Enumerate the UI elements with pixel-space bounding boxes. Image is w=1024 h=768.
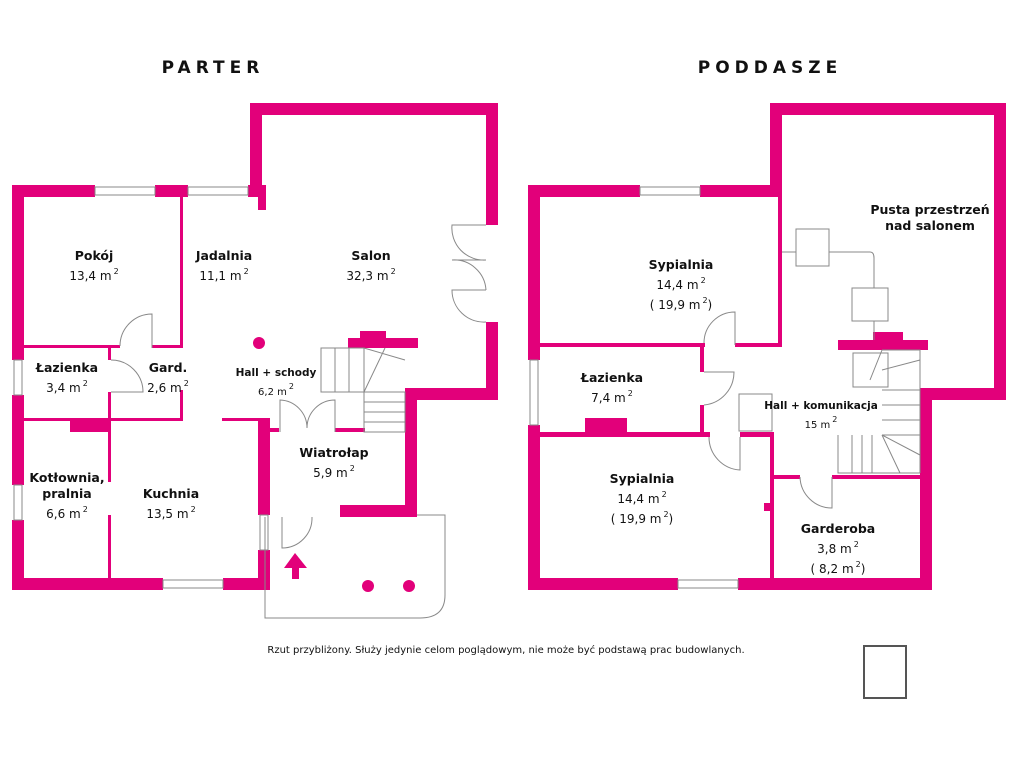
disclaimer-note: Rzut przybliżony. Służy jedynie celom po… [267,645,745,656]
floor-title-parter: PARTER [161,58,265,78]
room-label: Pusta przestrzeń nad salonem [870,202,990,233]
floor-title-poddasze: PODDASZE [697,58,843,78]
fixtures-parter [13,186,487,619]
fixtures-poddasze [529,186,921,589]
legend-square [863,645,907,699]
walls-parter [12,103,498,592]
walls-poddasze [528,103,1006,590]
